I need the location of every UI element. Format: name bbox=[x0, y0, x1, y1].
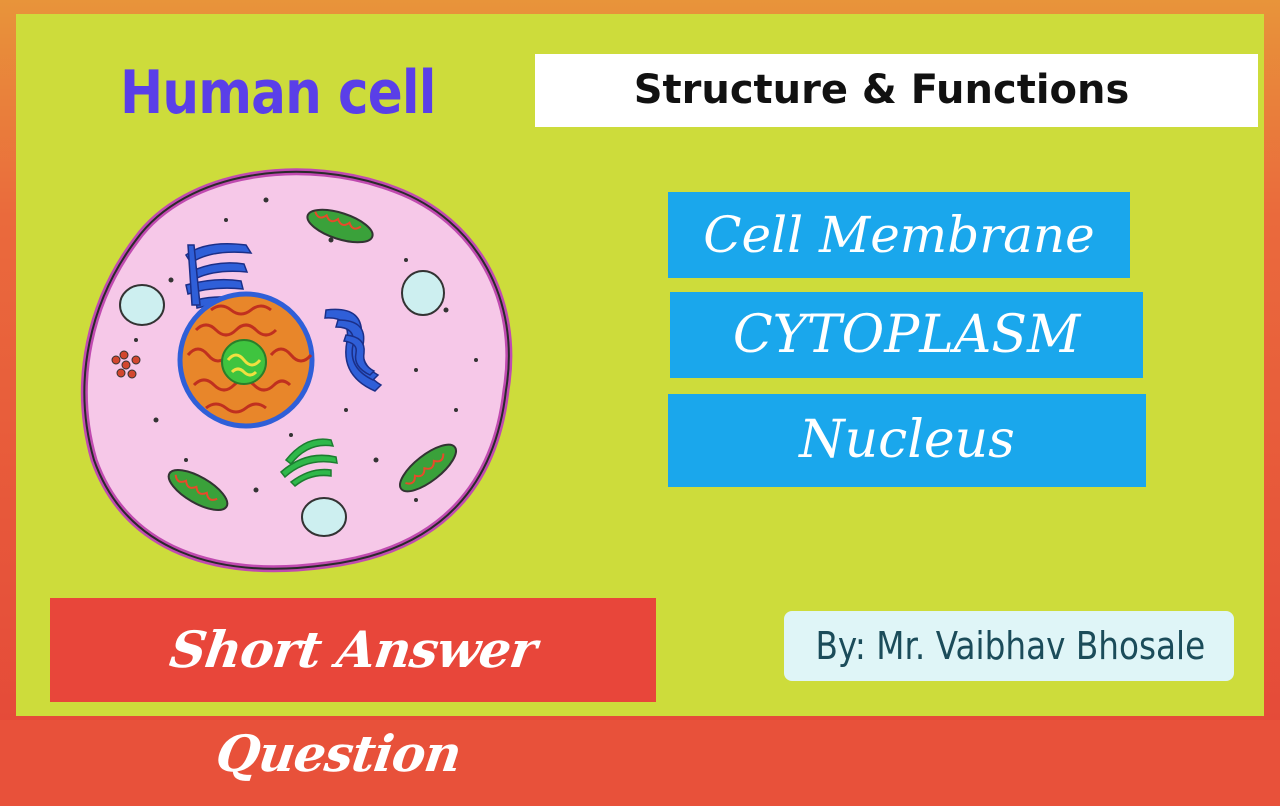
lysosome-cluster bbox=[111, 350, 141, 379]
mitochondria-shapes bbox=[167, 208, 457, 511]
author-badge: By: Mr. Vaibhav Bhosale bbox=[784, 611, 1234, 681]
short-answer-label: Short Answer Question bbox=[166, 620, 540, 783]
topic-cell-membrane: Cell Membrane bbox=[668, 192, 1130, 278]
short-answer-banner: Short Answer Question bbox=[50, 598, 656, 783]
human-cell-illustration bbox=[80, 168, 513, 573]
topic-cytoplasm: CYTOPLASM bbox=[670, 292, 1143, 378]
endoplasmic-reticulum-top bbox=[184, 243, 253, 309]
vacuole-shape bbox=[119, 284, 165, 326]
page-title: Human cell bbox=[120, 58, 436, 128]
smooth-er-shape bbox=[279, 438, 338, 488]
subtitle-text: Structure & Functions bbox=[633, 67, 1130, 113]
golgi-apparatus bbox=[324, 308, 383, 392]
topic-nucleus: Nucleus bbox=[668, 394, 1146, 487]
subtitle-banner: Structure & Functions bbox=[535, 54, 1258, 127]
author-text: By: Mr. Vaibhav Bhosale bbox=[815, 624, 1206, 668]
